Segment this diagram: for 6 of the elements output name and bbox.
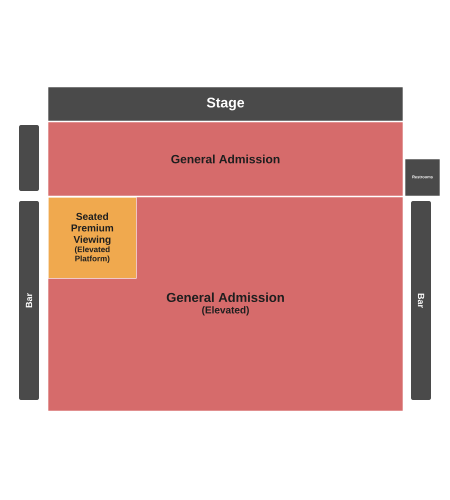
bar-block: Bar (19, 201, 39, 400)
seating-section: General Admission (48, 122, 404, 196)
stage-block: Stage (48, 86, 404, 122)
bar-block: Bar (411, 201, 431, 400)
seating-section: Seated Premium Viewing (Elevated Platform) (48, 197, 137, 279)
bar-block (19, 125, 39, 191)
